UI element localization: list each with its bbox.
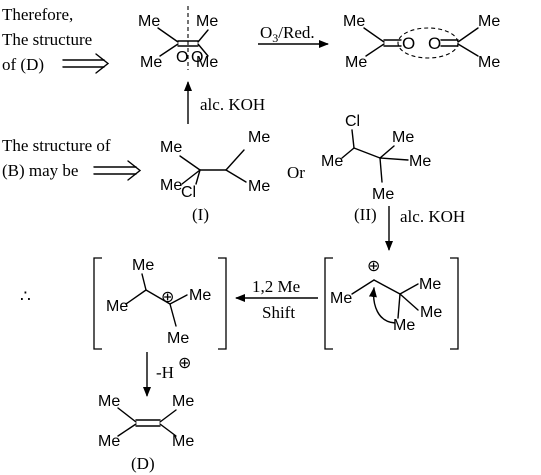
label-me: Me	[478, 54, 500, 71]
shift-line-2: Shift	[262, 303, 295, 322]
label-me: Me	[196, 13, 218, 30]
label-o: O	[191, 49, 203, 66]
base-down-reagent: alc. KOH	[400, 207, 465, 226]
label-me: Me	[393, 317, 415, 334]
compound-ii: Cl Me Me Me Me (II)	[321, 113, 431, 224]
deprotonation-reagent: -H	[156, 363, 174, 382]
label-me: Me	[409, 153, 431, 170]
compound-ii-label: (II)	[354, 205, 377, 224]
label-me: Me	[248, 178, 270, 195]
rearranged-carbocation: Me Me Me Me ⊕	[93, 257, 227, 350]
label-me: Me	[248, 129, 270, 146]
structure-b-line-2: (B) may be	[2, 161, 78, 180]
label-me: Me	[98, 393, 120, 410]
proton-charge: ⊕	[178, 355, 191, 372]
methyl-shift-arrow: 1,2 Me Shift	[235, 277, 318, 322]
label-me: Me	[196, 54, 218, 71]
label-me: Me	[160, 139, 182, 156]
label-me: Me	[189, 287, 211, 304]
label-me: Me	[343, 13, 365, 30]
therefore-symbol: ∴	[20, 287, 31, 306]
structure-b-line-1: The structure of	[2, 136, 111, 155]
base-down-arrow: alc. KOH	[385, 206, 465, 251]
label-o: O	[428, 34, 441, 53]
label-cl: Cl	[345, 113, 360, 130]
base-up-arrow: alc. KOH	[184, 81, 265, 124]
implies-arrow-d	[62, 53, 110, 74]
ozonolysis-reagent: O3/Red.	[260, 23, 315, 45]
label-me: Me	[106, 298, 128, 315]
label-cl: Cl	[181, 184, 196, 201]
acetone-products: Me Me O O Me Me	[343, 13, 500, 71]
label-me: Me	[167, 330, 189, 347]
label-me: Me	[138, 13, 160, 30]
label-me: Me	[160, 177, 182, 194]
shift-line-1: 1,2 Me	[252, 277, 300, 296]
or-text: Or	[287, 163, 305, 182]
label-me: Me	[132, 257, 154, 274]
deprotonation-arrow: -H ⊕	[143, 352, 191, 397]
label-me: Me	[420, 304, 442, 321]
intro-line-2: The structure	[2, 30, 92, 49]
cation-charge: ⊕	[367, 258, 380, 275]
intro-line-3: of (D)	[2, 55, 44, 74]
label-me: Me	[172, 393, 194, 410]
label-me: Me	[172, 433, 194, 450]
initial-carbocation: ⊕ Me Me Me Me	[324, 257, 459, 350]
compound-i: Me Me Me Me Cl (I)	[160, 129, 270, 224]
label-me: Me	[345, 54, 367, 71]
base-up-reagent: alc. KOH	[200, 95, 265, 114]
label-me: Me	[419, 276, 441, 293]
compound-d-label: (D)	[131, 454, 155, 473]
ozonolysis-arrow: O3/Red.	[258, 23, 329, 48]
structure-d-top: Me Me Me Me O O	[138, 6, 218, 71]
label-me: Me	[330, 290, 352, 307]
implies-arrow-b	[93, 160, 142, 181]
label-me: Me	[321, 153, 343, 170]
compound-i-label: (I)	[192, 205, 209, 224]
intro-line-1: Therefore,	[2, 5, 73, 24]
label-me: Me	[478, 13, 500, 30]
label-me: Me	[392, 129, 414, 146]
label-me: Me	[140, 54, 162, 71]
label-o: O	[176, 49, 188, 66]
label-me: Me	[372, 186, 394, 203]
label-me: Me	[98, 433, 120, 450]
cation-charge: ⊕	[161, 289, 174, 306]
label-o: O	[402, 34, 415, 53]
structure-d-bottom: Me Me Me Me (D)	[98, 393, 194, 473]
